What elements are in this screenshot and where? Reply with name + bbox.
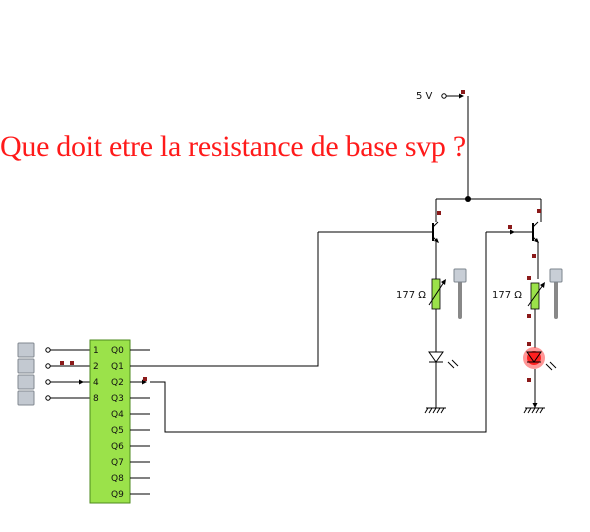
input-wires <box>45 347 90 401</box>
slider-right[interactable] <box>549 268 563 319</box>
decoder-output-label: Q0 <box>111 346 124 356</box>
ground-left <box>424 407 446 414</box>
supply-terminal[interactable] <box>441 90 465 99</box>
led-left <box>428 351 459 369</box>
led-right <box>523 347 557 371</box>
resistor-right[interactable] <box>527 282 545 310</box>
question-title: Que doit etre la resistance de base svp … <box>0 130 466 163</box>
decoder-input-label: 2 <box>93 362 99 372</box>
decoder-inputs: 1 2 4 8 <box>93 346 99 404</box>
switch-4[interactable] <box>17 374 35 390</box>
decoder-output-label: Q4 <box>111 410 124 420</box>
decoder-output-label: Q5 <box>111 426 124 436</box>
supply-label: 5 V <box>416 91 433 102</box>
decoder-output-stubs <box>130 349 150 495</box>
switch-2[interactable] <box>17 358 35 374</box>
decoder-output-label: Q7 <box>111 458 124 468</box>
resistor-right-label: 177 Ω <box>492 290 522 301</box>
ground-right <box>523 407 545 414</box>
wire-q1 <box>150 232 319 367</box>
slider-left[interactable] <box>453 268 467 319</box>
switch-8[interactable] <box>17 390 35 406</box>
resistor-left[interactable] <box>428 278 446 310</box>
wire-q2 <box>150 232 487 433</box>
switch-1[interactable] <box>17 342 35 358</box>
decoder-input-label: 4 <box>93 378 99 388</box>
decoder-output-label: Q3 <box>111 394 124 404</box>
decoder-output-label: Q8 <box>111 474 124 484</box>
decoder-output-label: Q2 <box>111 378 124 388</box>
decoder-output-label: Q1 <box>111 362 124 372</box>
decoder-chip <box>89 339 131 504</box>
decoder-input-label: 8 <box>93 394 99 404</box>
decoder-output-label: Q6 <box>111 442 124 452</box>
decoder-outputs: Q0 Q1 Q2 Q3 Q4 Q5 Q6 Q7 Q8 Q9 <box>111 346 124 500</box>
decoder-output-label: Q9 <box>111 490 124 500</box>
decoder-input-label: 1 <box>93 346 99 356</box>
resistor-left-label: 177 Ω <box>396 290 426 301</box>
transistor-left <box>432 199 441 243</box>
transistor-right <box>508 199 542 243</box>
